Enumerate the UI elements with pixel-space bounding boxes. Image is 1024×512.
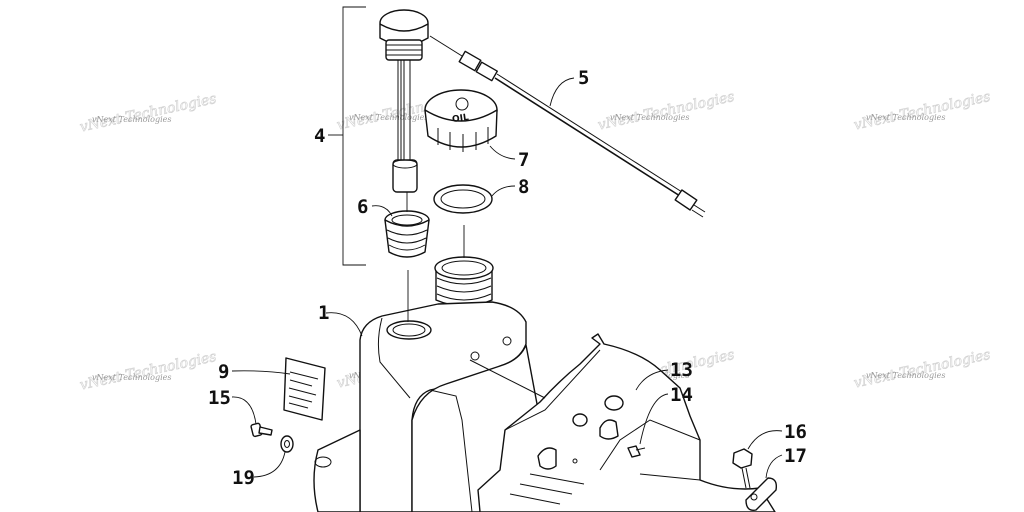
- grommet: [384, 210, 430, 258]
- decal-label: [283, 357, 326, 421]
- mounting-bracket: [469, 333, 776, 512]
- bolt: [732, 448, 753, 489]
- callout-17: 17: [784, 445, 807, 467]
- leader-lines: [231, 77, 783, 479]
- svg-text:vNext Technologies: vNext Technologies: [79, 349, 218, 394]
- callout-4: 4: [314, 125, 325, 147]
- cap-label: OIL: [452, 113, 470, 125]
- group-bracket: [342, 6, 366, 266]
- small-screw: [627, 445, 646, 458]
- callout-9: 9: [218, 361, 229, 383]
- svg-text:vNext Technologies: vNext Technologies: [79, 91, 218, 136]
- svg-text:vNext Technologies: vNext Technologies: [610, 113, 689, 122]
- sensor-wire-harness: [429, 35, 706, 218]
- watermark: vNext Technologies vNext Technologies: [78, 91, 218, 136]
- callout-5: 5: [578, 67, 589, 89]
- callout-19: 19: [232, 467, 255, 489]
- svg-text:vNext Technologies: vNext Technologies: [866, 371, 945, 380]
- callout-7: 7: [518, 149, 529, 171]
- screw: [250, 422, 273, 438]
- svg-text:vNext Technologies: vNext Technologies: [853, 347, 992, 392]
- callout-14: 14: [670, 384, 693, 406]
- oil-filler-cap: OIL: [424, 89, 498, 152]
- watermark: vNext Technologies vNext Technologies: [596, 89, 736, 134]
- callout-13: 13: [670, 359, 693, 381]
- svg-text:vNext Technologies: vNext Technologies: [597, 89, 736, 134]
- watermark: vNext Technologies vNext Technologies: [78, 349, 218, 394]
- svg-text:vNext Technologies: vNext Technologies: [92, 373, 171, 382]
- gauge-sender-assembly: [379, 9, 429, 193]
- callout-numbers: 1 4 5 6 7 8 9 13 14 15 16 17 19: [208, 67, 807, 489]
- watermark: vNext Technologies vNext Technologies: [852, 347, 992, 392]
- svg-text:vNext Technologies: vNext Technologies: [349, 113, 428, 122]
- callout-1: 1: [318, 302, 329, 324]
- clip-bracket: [745, 477, 778, 511]
- svg-text:vNext Technologies: vNext Technologies: [92, 115, 171, 124]
- o-ring: [433, 184, 493, 214]
- washer: [280, 435, 294, 453]
- svg-text:vNext Technologies: vNext Technologies: [866, 113, 945, 122]
- callout-8: 8: [518, 176, 529, 198]
- watermarks: vNext Technologies vNext Technologies vN…: [78, 89, 992, 394]
- callout-15: 15: [208, 387, 231, 409]
- svg-text:vNext Technologies: vNext Technologies: [853, 89, 992, 134]
- callout-16: 16: [784, 421, 807, 443]
- watermark: vNext Technologies vNext Technologies: [852, 89, 992, 134]
- callout-6: 6: [357, 196, 368, 218]
